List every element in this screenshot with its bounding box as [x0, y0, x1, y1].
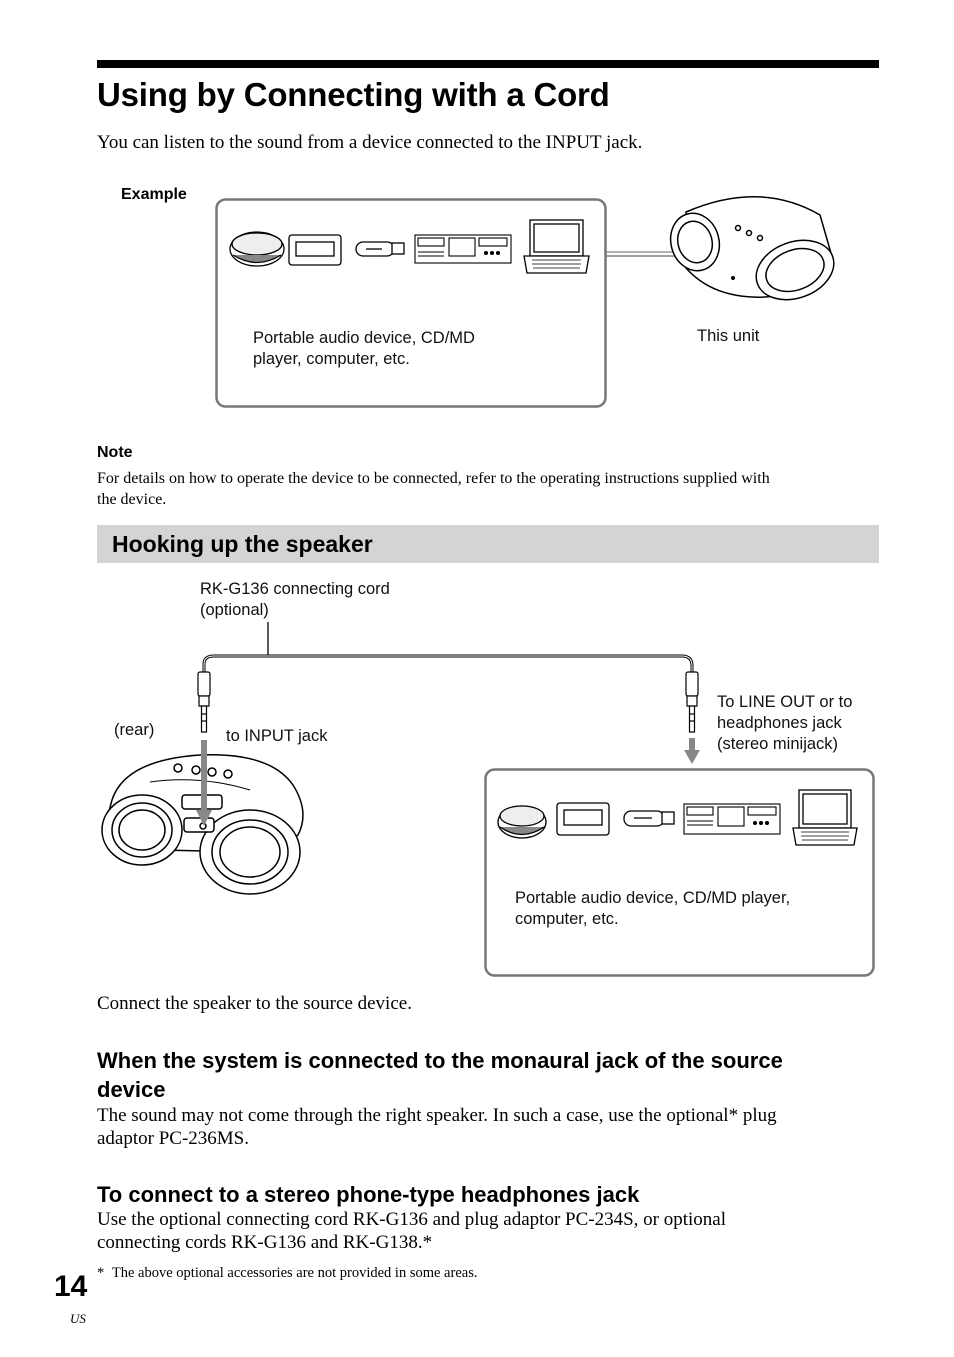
cord-label: RK-G136 connecting cord (optional) [200, 579, 390, 621]
caption-line: Portable audio device, CD/MD [253, 329, 475, 347]
stereo-phone-heading: To connect to a stereo phone-type headph… [97, 1182, 640, 1207]
left-arrow-down-icon [196, 740, 212, 826]
page-title: Using by Connecting with a Cord [97, 76, 610, 113]
body-line: adaptor PC-236MS. [97, 1128, 249, 1149]
speaker-unit-front [669, 195, 835, 301]
rear-label: (rear) [114, 721, 155, 739]
right-plug-icon [685, 671, 699, 733]
input-jack-label: to INPUT jack [226, 727, 328, 745]
monaural-body: The sound may not come through the right… [97, 1104, 887, 1150]
stereo-deck-icon [414, 234, 512, 264]
md-player-icon [556, 802, 610, 836]
speaker-unit-rear [101, 754, 304, 895]
body-line: connecting cords RK-G136 and RK-G138.* [97, 1232, 433, 1253]
page-number: 14 [54, 1270, 88, 1303]
note-body: For details on how to operate the device… [97, 468, 887, 510]
section-band [97, 525, 879, 563]
body-line: Use the optional connecting cord RK-G136… [97, 1209, 727, 1230]
heading-line: When the system is connected to the mona… [97, 1048, 783, 1073]
cd-player-icon [229, 231, 285, 267]
lineout-line: headphones jack [717, 714, 842, 732]
example-heading: Example [121, 186, 187, 203]
title-rule [97, 60, 879, 68]
this-unit-caption: This unit [697, 327, 760, 345]
lineout-line: (stereo minijack) [717, 735, 839, 753]
intro-text: You can listen to the sound from a devic… [97, 132, 643, 153]
cd-player-icon [497, 805, 547, 839]
example-devices-caption: Portable audio device, CD/MD player, com… [253, 328, 475, 370]
section-title: Hooking up the speaker [112, 531, 373, 557]
footnote: * The above optional accessories are not… [97, 1265, 477, 1282]
body-line: The sound may not come through the right… [97, 1105, 777, 1126]
footnote-text: The above optional accessories are not p… [111, 1265, 478, 1281]
caption-line: computer, etc. [515, 910, 619, 928]
heading-line: device [97, 1077, 166, 1102]
caption-line: player, computer, etc. [253, 350, 410, 368]
note-heading: Note [97, 444, 133, 461]
monaural-heading: When the system is connected to the mona… [97, 1046, 783, 1104]
page-locale: US [70, 1311, 86, 1326]
left-plug-icon [197, 671, 211, 733]
right-arrow-down-icon [684, 738, 700, 764]
note-line: the device. [97, 491, 167, 508]
connecting-cord [202, 654, 694, 690]
footnote-marker: * [97, 1265, 105, 1281]
connect-text: Connect the speaker to the source device… [97, 993, 412, 1014]
stereo-deck-icon [683, 803, 781, 835]
lineout-line: To LINE OUT or to [717, 693, 853, 711]
usb-player-icon [623, 810, 675, 827]
md-player-icon [288, 234, 342, 266]
caption-line: Portable audio device, CD/MD player, [515, 889, 791, 907]
lineout-label: To LINE OUT or to headphones jack (stere… [717, 692, 852, 755]
hookup-devices-caption: Portable audio device, CD/MD player, com… [515, 888, 790, 930]
cord-label-line: RK-G136 connecting cord [200, 580, 390, 598]
note-line: For details on how to operate the device… [97, 470, 770, 487]
cord-label-line: (optional) [200, 601, 269, 619]
laptop-icon [792, 789, 858, 846]
stereo-phone-body: Use the optional connecting cord RK-G136… [97, 1208, 887, 1254]
laptop-icon [523, 219, 590, 274]
usb-player-icon [355, 241, 405, 257]
